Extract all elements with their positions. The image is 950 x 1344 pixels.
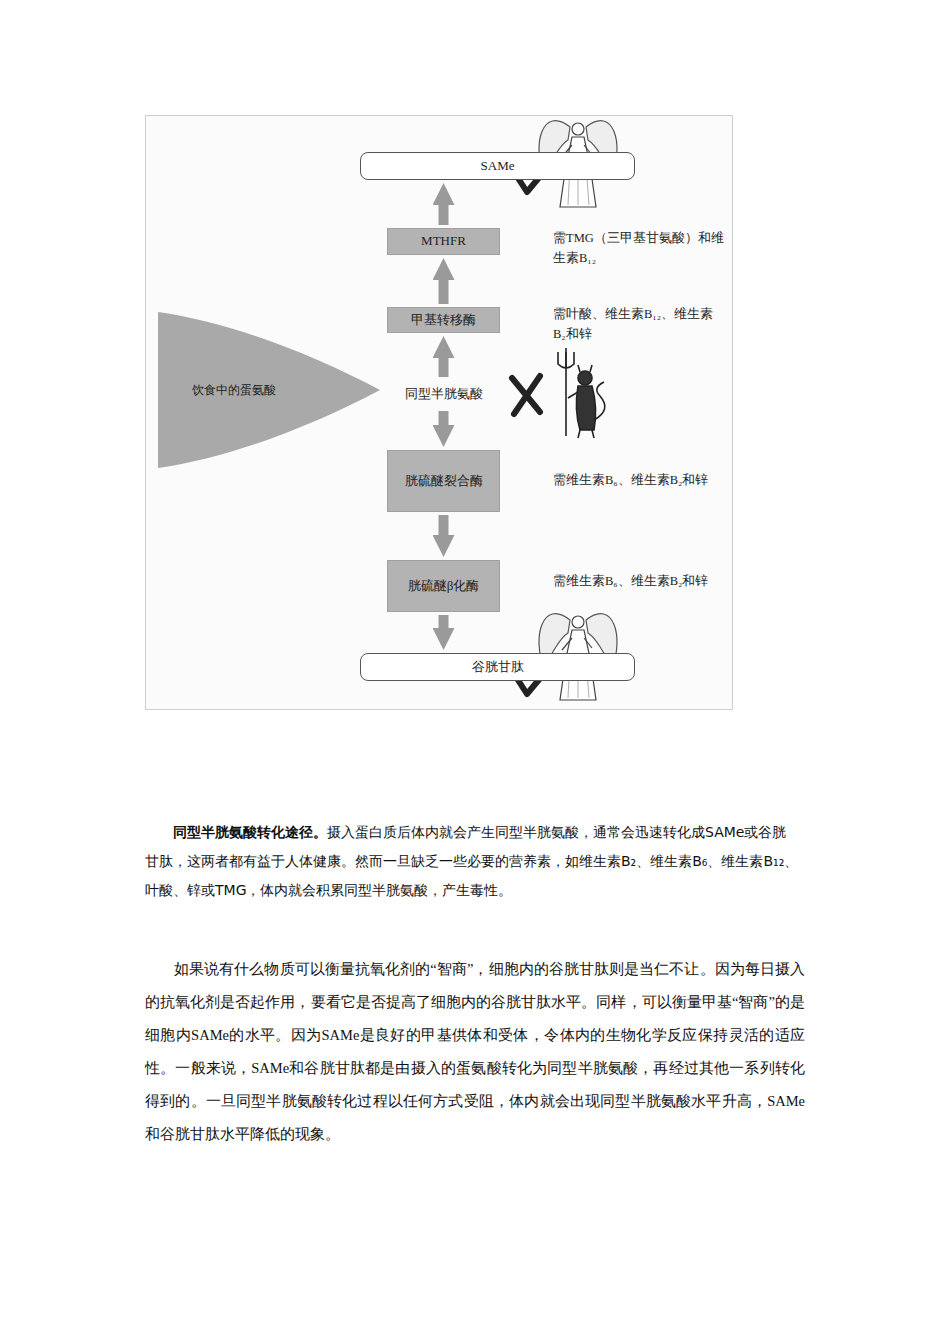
requirement-note: 需维生素B₆、维生素B₂和锌: [553, 470, 725, 490]
flow-arrow: [439, 347, 449, 377]
body-paragraph: 如果说有什么物质可以衡量抗氧化剂的“智商”，细胞内的谷胱甘肽则是当仁不让。因为每…: [145, 953, 805, 1151]
intake-wedge: 饮食中的蛋氨酸: [158, 312, 380, 468]
node-text: 同型半胱氨酸: [405, 386, 483, 402]
enzyme-box: 胱硫醚β化酶: [387, 560, 500, 612]
requirement-note: 需TMG（三甲基甘氨酸）和维生素B₁₂: [553, 228, 725, 268]
metabolite-label: 同型半胱氨酸: [390, 380, 497, 408]
node-text: MTHFR: [421, 233, 466, 249]
node-text: 谷胱甘肽: [472, 659, 524, 675]
flow-arrow: [439, 269, 449, 304]
caption-paragraph: 同型半胱氨酸转化途径。摄入蛋白质后体内就会产生同型半胱氨酸，通常会迅速转化成SA…: [145, 818, 800, 905]
enzyme-box: 胱硫醚裂合酶: [387, 450, 500, 512]
flow-arrow: [439, 515, 449, 546]
flow-arrow: [439, 615, 449, 639]
devil-figure: [558, 348, 605, 438]
product-box: 谷胱甘肽: [360, 653, 635, 681]
requirement-note: 需叶酸、维生素B₁₂、维生素B₂和锌: [553, 304, 725, 344]
enzyme-box: MTHFR: [387, 228, 500, 255]
requirement-note: 需维生素B₆、维生素B₂和锌: [553, 571, 725, 591]
node-text: 胱硫醚裂合酶: [405, 473, 483, 489]
node-text: 甲基转移酶: [411, 312, 476, 328]
flow-arrow: [439, 411, 449, 436]
product-box: SAMe: [360, 152, 635, 180]
x-mark: [512, 376, 540, 414]
node-text: 饮食中的蛋氨酸: [192, 383, 276, 398]
node-text: 胱硫醚β化酶: [408, 578, 480, 594]
flow-arrow: [439, 194, 449, 225]
enzyme-box: 甲基转移酶: [387, 307, 500, 333]
caption-title: 同型半胱氨酸转化途径。: [173, 824, 327, 840]
node-text: SAMe: [481, 158, 515, 174]
